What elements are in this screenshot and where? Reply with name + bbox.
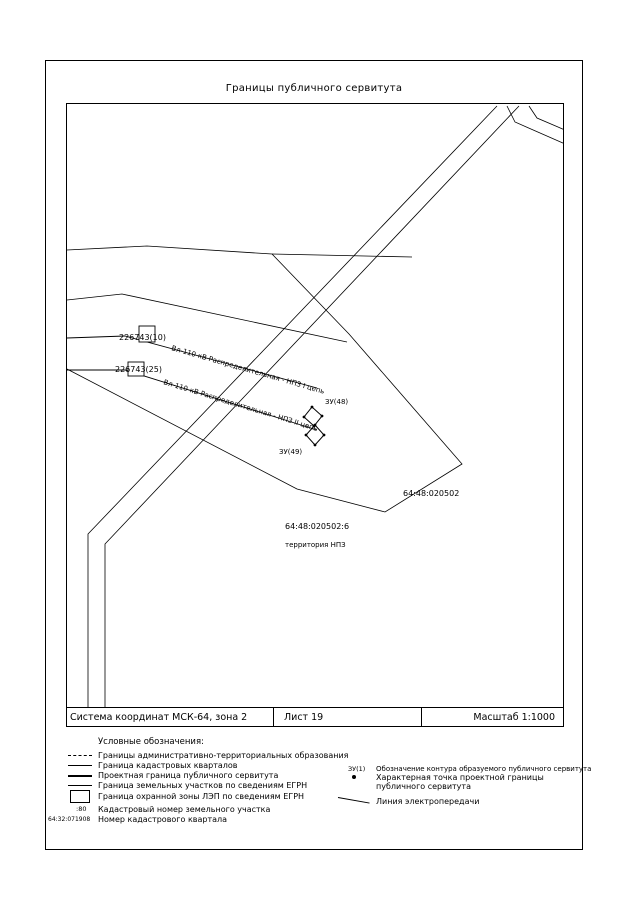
quarter-boundary-segment <box>528 105 563 130</box>
legend-title: Условные обозначения: <box>98 737 204 747</box>
legend-protection-zone: Граница охранной зоны ЛЭП по сведениям Е… <box>98 792 305 801</box>
pole-label-10: 226743(10) <box>119 333 166 342</box>
legend-parcel-boundary-symbol <box>68 785 92 786</box>
char-points <box>302 405 326 447</box>
sheet-number: Лист 19 <box>273 708 421 726</box>
road-edge-right <box>104 105 520 707</box>
char-point <box>320 414 324 418</box>
road-corridor <box>87 105 520 707</box>
legend-quarter-boundary: Граница кадастровых кварталов <box>98 761 238 770</box>
pole-label-25: 226743(25) <box>115 365 162 374</box>
legend-parcel-number: Кадастровый номер земельного участка <box>98 805 271 814</box>
coordinate-system: Система координат МСК-64, зона 2 <box>70 711 248 723</box>
char-point <box>313 443 317 447</box>
power-lines <box>67 335 318 431</box>
legend: Условные обозначения: Границы администра… <box>46 727 591 851</box>
map-canvas: 226743(10) 226743(25) Вл-110 кВ Распреде… <box>67 105 563 707</box>
legend-power-line: Линия электропередачи <box>376 797 480 806</box>
pole-box-25 <box>127 361 145 377</box>
contour-label-49: ЗУ(49) <box>279 448 302 456</box>
legend-parcel-number-sample: :80 <box>76 805 87 813</box>
contour-label-48: ЗУ(48) <box>325 398 348 406</box>
road-edge-left <box>87 105 498 707</box>
protection-zone <box>67 245 463 513</box>
legend-quarter-boundary-symbol <box>68 765 92 766</box>
char-point <box>310 405 314 409</box>
char-point <box>313 423 317 427</box>
quarter-boundary-top <box>506 105 563 144</box>
pole-box-10 <box>138 325 156 343</box>
map-sheet: Границы публичного сервитута <box>45 60 591 851</box>
map-frame: 226743(10) 226743(25) Вл-110 кВ Распреде… <box>66 103 564 708</box>
territory-label: территория НПЗ <box>285 541 346 549</box>
legend-parcel-boundary: Граница земельных участков по сведениям … <box>98 781 308 790</box>
quarter-boundary-upper <box>271 253 413 258</box>
power-line-2 <box>67 369 318 431</box>
parcel-number-label: 64:48:020502:6 <box>285 522 349 531</box>
power-line-1 <box>67 335 318 389</box>
quarter-boundary-mid <box>67 293 348 343</box>
char-point <box>322 433 326 437</box>
protection-zone-outline <box>67 245 463 513</box>
sheet-title: Границы публичного сервитута <box>225 83 403 94</box>
char-point <box>304 433 308 437</box>
char-point <box>302 415 306 419</box>
pole-boxes <box>127 325 156 377</box>
legend-admin-boundary-symbol <box>68 755 92 756</box>
legend-servitude-boundary: Проектная граница публичного сервитута <box>98 771 279 780</box>
legend-contour-designation: Обозначение контура образуемого публично… <box>376 765 592 773</box>
legend-quarter-number: Номер кадастрового квартала <box>98 815 228 824</box>
legend-quarter-number-sample: 64:32:071908 <box>48 816 91 823</box>
legend-contour-sample: ЗУ(1) <box>348 765 366 773</box>
legend-protection-zone-symbol <box>70 790 90 803</box>
legend-servitude-boundary-symbol <box>68 775 92 777</box>
legend-char-point: Характерная точка проектной границы публ… <box>376 773 544 791</box>
legend-admin-boundary: Границы административно-территориальных … <box>98 751 349 760</box>
sheet-info-row: Система координат МСК-64, зона 2 Лист 19… <box>66 708 564 727</box>
quarter-number-label: 64:48:020502 <box>403 489 459 498</box>
quarter-boundary-segment <box>506 105 563 144</box>
map-scale: Масштаб 1:1000 <box>421 708 565 726</box>
legend-power-line-symbol <box>337 797 370 804</box>
legend-char-point-symbol <box>352 775 356 779</box>
